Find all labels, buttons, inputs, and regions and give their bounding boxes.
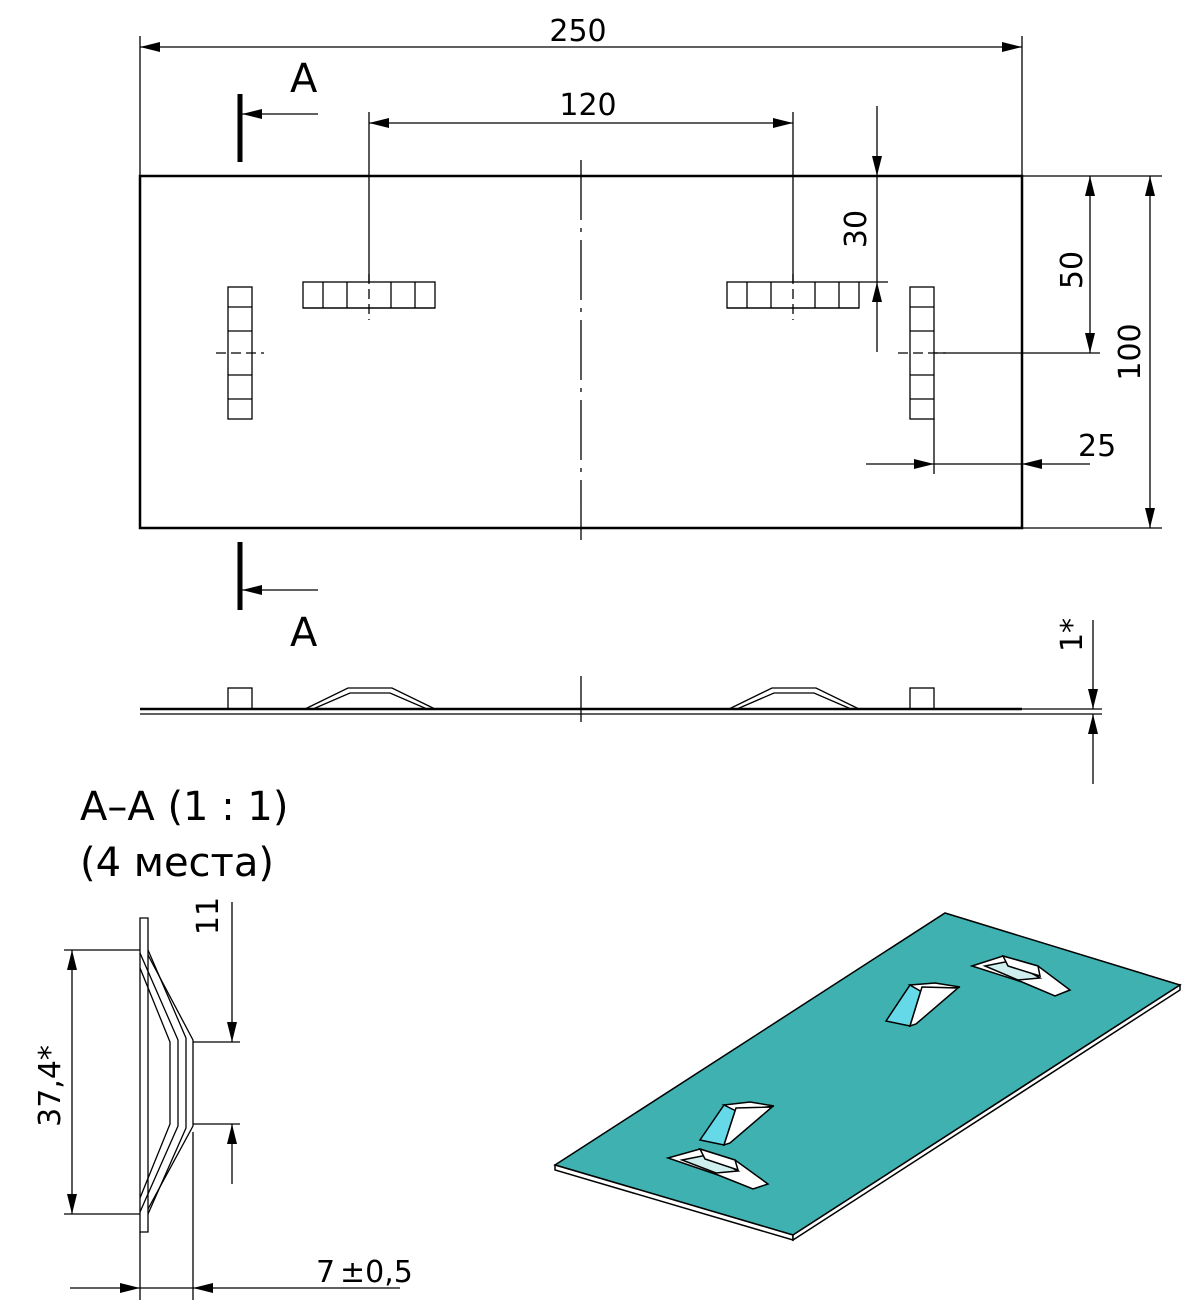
- dim-100-label: 100: [1113, 323, 1148, 380]
- dim-120-label: 120: [559, 88, 616, 123]
- dim-100: 100: [1022, 175, 1162, 529]
- dim-250-label: 250: [549, 14, 606, 49]
- section-mark-bottom: A: [237, 542, 318, 656]
- dim-thickness: 1*: [1022, 618, 1102, 784]
- tab-3d-1: [969, 954, 1072, 997]
- dim-section-tolerance-label: ±0,5: [340, 1255, 413, 1290]
- top-view: A A 250 120 30: [138, 14, 1162, 656]
- section-mark-top: A: [237, 56, 318, 162]
- tab-left: [216, 286, 264, 420]
- dim-50: 50: [934, 176, 1100, 354]
- dim-thickness-label: 1*: [1055, 618, 1090, 652]
- dim-section-depth-label: 11: [191, 897, 226, 935]
- dim-section-width-label: 7: [316, 1255, 335, 1290]
- section-subtitle: (4 места): [80, 840, 274, 886]
- side-view: 1*: [140, 618, 1102, 784]
- dim-section-height: 37,4*: [33, 949, 140, 1215]
- tab-3d-3: [698, 1101, 775, 1147]
- section-profile: 11 37,4* 7 ±0,5: [33, 897, 413, 1300]
- dim-250: 250: [139, 14, 1023, 176]
- dim-25-label: 25: [1078, 429, 1116, 464]
- dim-50-label: 50: [1055, 251, 1090, 289]
- dim-25: 25: [866, 419, 1116, 474]
- tab-3d-4: [665, 1147, 770, 1190]
- section-letter-top: A: [290, 56, 318, 102]
- section-title: A–A (1 : 1): [80, 784, 288, 830]
- dim-section-depth: 11: [191, 897, 240, 1184]
- dim-120: 120: [368, 88, 794, 282]
- section-letter-bottom: A: [290, 610, 318, 656]
- dim-30: 30: [839, 106, 1022, 352]
- tab-3d-2: [884, 982, 961, 1028]
- dim-30-label: 30: [839, 210, 874, 248]
- dim-section-height-label: 37,4*: [33, 1045, 68, 1127]
- isometric-view: [553, 912, 1182, 1242]
- dim-section-width: 7 ±0,5: [70, 1132, 413, 1300]
